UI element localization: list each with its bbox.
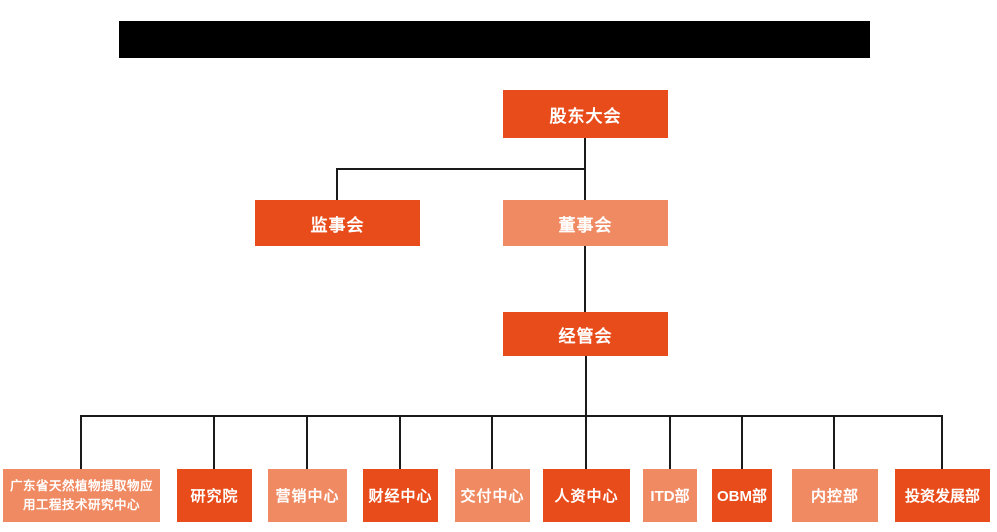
connector-dept-drop-7 bbox=[669, 415, 671, 469]
connector-dept-drop-8 bbox=[741, 415, 743, 469]
connector-dept-drop-10 bbox=[941, 415, 943, 469]
connector-dept-drop-6 bbox=[585, 415, 587, 469]
connector-dept-drop-3 bbox=[306, 415, 308, 469]
node-dept-research-institute: 研究院 bbox=[177, 469, 252, 522]
connector-departments-horizontal bbox=[80, 415, 943, 417]
node-dept-marketing-center: 营销中心 bbox=[268, 469, 347, 522]
connector-board-drop bbox=[584, 168, 586, 200]
node-dept-research-center: 广东省天然植物提取物应用工程技术研究中心 bbox=[3, 469, 160, 522]
connector-dept-drop-1 bbox=[80, 415, 82, 469]
node-dept-investment-development: 投资发展部 bbox=[895, 469, 990, 522]
connector-dept-drop-4 bbox=[399, 415, 401, 469]
node-dept-itd: ITD部 bbox=[643, 469, 697, 522]
node-dept-obm: OBM部 bbox=[712, 469, 772, 522]
connector-board-to-mgmt bbox=[584, 246, 586, 312]
connector-root-down bbox=[584, 138, 586, 169]
node-shareholders-meeting: 股东大会 bbox=[503, 90, 668, 138]
node-dept-delivery-center: 交付中心 bbox=[455, 469, 530, 522]
connector-dept-drop-5 bbox=[491, 415, 493, 469]
node-management-committee: 经管会 bbox=[503, 312, 668, 356]
connector-mgmt-down bbox=[585, 356, 587, 417]
redacted-title-bar bbox=[119, 21, 870, 58]
connector-level2-horizontal bbox=[336, 168, 586, 170]
node-board-of-directors: 董事会 bbox=[503, 200, 668, 246]
node-dept-internal-control: 内控部 bbox=[792, 469, 878, 522]
connector-supervisory-drop bbox=[336, 168, 338, 200]
node-supervisory-board: 监事会 bbox=[255, 200, 420, 246]
node-dept-hr-center: 人资中心 bbox=[543, 469, 630, 522]
connector-dept-drop-2 bbox=[213, 415, 215, 469]
connector-dept-drop-9 bbox=[833, 415, 835, 469]
node-dept-finance-center: 财经中心 bbox=[363, 469, 438, 522]
